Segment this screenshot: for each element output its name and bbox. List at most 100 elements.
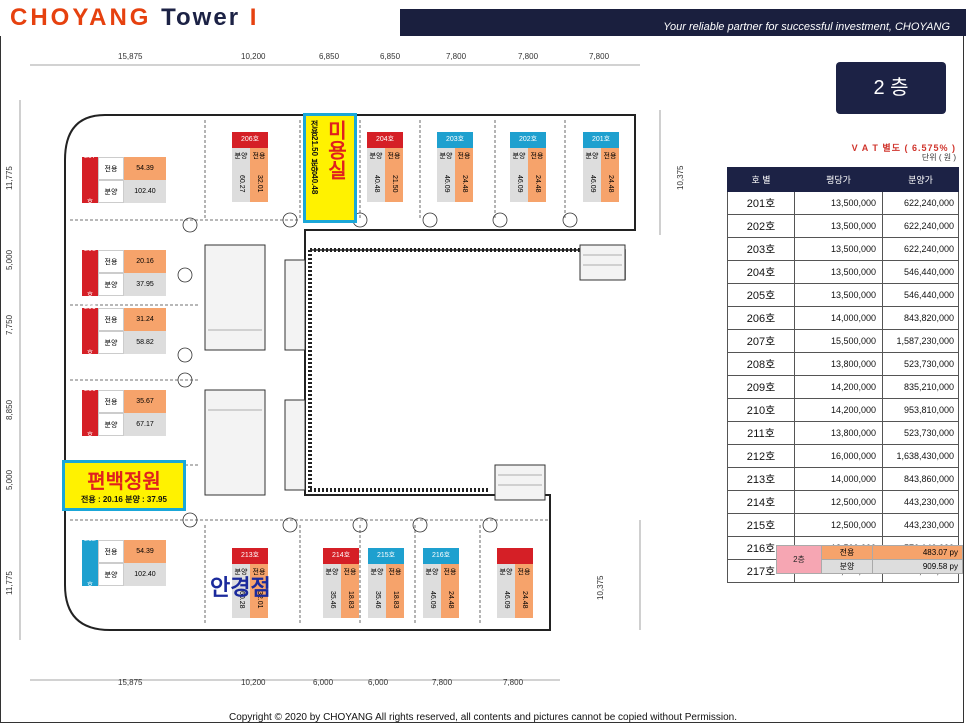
row-price: 843,820,000 [882,306,959,330]
header: CHOYANG Tower I Your reliable partner fo… [0,0,966,36]
row-price: 1,587,230,000 [882,329,959,353]
unit-code: 209 호 [82,304,98,357]
row-unit: 205호 [727,283,795,307]
label-jy: 전용 [250,148,268,166]
label-by: 분양 [583,148,601,166]
row-unit: 202호 [727,214,795,238]
dim-top-label: 7,800 [589,52,610,61]
row-unit: 215호 [727,513,795,537]
row-unit: 211호 [727,421,795,445]
row-ppy: 13,500,000 [794,260,883,284]
row-ppy: 13,500,000 [794,283,883,307]
dim-bottom-label: 10,200 [241,678,266,687]
logo-tower: Tower [161,4,241,31]
label-by: 분양 [497,564,515,582]
label-jy: 전용 [515,564,533,582]
row-unit: 204호 [727,260,795,284]
row-price: 546,440,000 [882,260,959,284]
label-jy: 전용 [98,308,124,331]
row-price: 523,730,000 [882,352,959,376]
dim-bottom-label: 6,000 [313,678,334,687]
optician-label[interactable]: 안경점 [210,575,271,600]
row-ppy: 15,500,000 [794,329,883,353]
label-by: 분양 [232,148,250,166]
summary-floor: 2층 [776,545,822,574]
row-price: 546,440,000 [882,283,959,307]
unit-code [497,548,533,564]
label-by: 분양 [232,564,250,582]
value-by: 102.40 [124,180,166,203]
value-jy: 32.01 [250,166,268,202]
row-ppy: 13,800,000 [794,421,883,445]
unit-code: 213호 [232,548,268,564]
row-ppy: 16,000,000 [794,444,883,468]
row-unit: 209호 [727,375,795,399]
floor-plan [19,64,661,681]
dim-top-label: 15,875 [118,52,143,61]
row-ppy: 14,000,000 [794,306,883,330]
label-jy: 전용 [98,157,124,180]
summary-k1: 전용 [821,545,873,560]
value-by: 35.46 [323,582,341,618]
label-jy: 전용 [250,564,268,582]
row-unit: 203호 [727,237,795,261]
row-unit: 210호 [727,398,795,422]
row-unit: 206호 [727,306,795,330]
value-jy: 18.83 [341,582,359,618]
summary-k2: 분양 [821,559,873,574]
label-jy: 전용 [98,540,124,563]
dim-left-label: 11,775 [5,166,14,190]
unit-code: 212 호 [82,536,98,589]
dim-top-label: 6,850 [380,52,401,61]
summary-v2: 909.58 py [872,559,963,574]
dim-top-label: 10,200 [241,52,266,61]
label-by: 분양 [98,413,124,436]
col-unit: 호 별 [727,167,795,192]
label-by: 분양 [368,564,386,582]
callout-beauty[interactable]: 미용실 전용21.50 분양40.48 [303,113,357,223]
logo[interactable]: CHOYANG Tower I [10,4,259,32]
callout-garden[interactable]: 편백정원 전용 : 20.16 분양 : 37.95 [62,460,186,511]
value-by: 58.82 [124,331,166,354]
row-price: 622,240,000 [882,191,959,215]
value-by: 40.48 [367,166,385,202]
row-ppy: 13,500,000 [794,214,883,238]
value-jy: 18.83 [386,582,404,618]
col-ppy: 평당가 [794,167,883,192]
unit-code: 204호 [367,132,403,148]
value-jy: 24.48 [455,166,473,202]
row-price: 843,860,000 [882,467,959,491]
value-jy: 24.48 [441,582,459,618]
